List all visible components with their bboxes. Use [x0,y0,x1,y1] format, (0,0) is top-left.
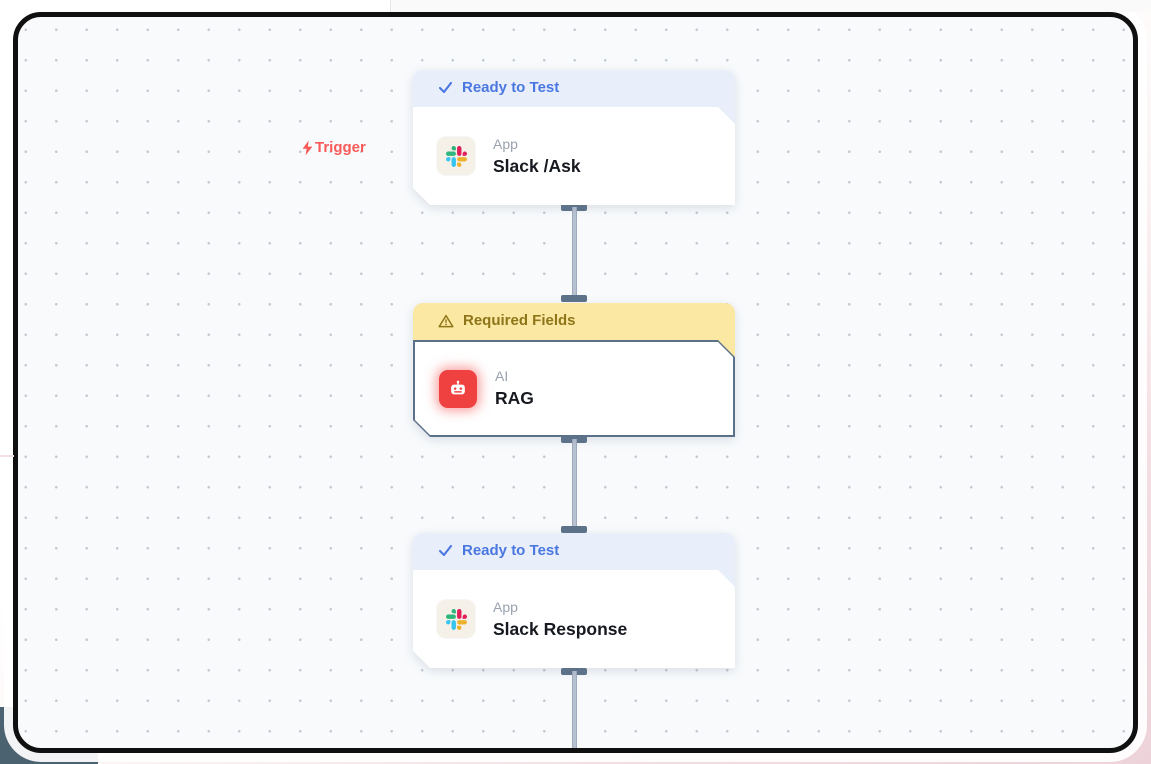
node-card[interactable]: App Slack Response [413,570,735,668]
node-title: Slack Response [493,618,628,639]
node-rag[interactable]: Required Fields AI RAG [413,303,735,437]
trigger-label: Trigger [301,139,366,156]
chrome-strip-divider [390,0,1151,12]
browser-chrome-strip [0,0,1151,12]
status-label: Ready to Test [462,542,560,559]
connector-handle-in[interactable] [561,526,587,533]
node-card[interactable]: App Slack /Ask [413,107,735,205]
trigger-label-text: Trigger [315,139,366,156]
node-title: RAG [495,388,534,408]
check-icon [438,544,453,557]
connector-edge[interactable] [572,439,577,531]
status-label: Ready to Test [462,79,560,96]
node-category: AI [495,368,509,384]
node-category: App [493,135,518,152]
node-slack-ask[interactable]: Ready to Test App Slack /Ask [413,70,735,205]
status-label: Required Fields [463,312,576,329]
connector-handle-in[interactable] [561,295,587,302]
node-slack-response[interactable]: Ready to Test App Slack Response [413,533,735,668]
lightning-bolt-icon [302,140,313,155]
node-title: Slack /Ask [493,155,581,176]
page-seam [0,455,14,457]
node-category: App [493,598,518,615]
connector-edge[interactable] [572,671,577,748]
slack-icon [437,137,475,175]
robot-icon [439,370,477,408]
warning-triangle-icon [438,314,454,327]
node-card[interactable]: AI RAG [415,342,733,435]
slack-icon [437,600,475,638]
connector-edge[interactable] [572,207,577,300]
check-icon [438,81,453,94]
node-selection-border: AI RAG [413,340,735,437]
workflow-canvas[interactable]: Trigger Ready to Test App [13,12,1138,753]
